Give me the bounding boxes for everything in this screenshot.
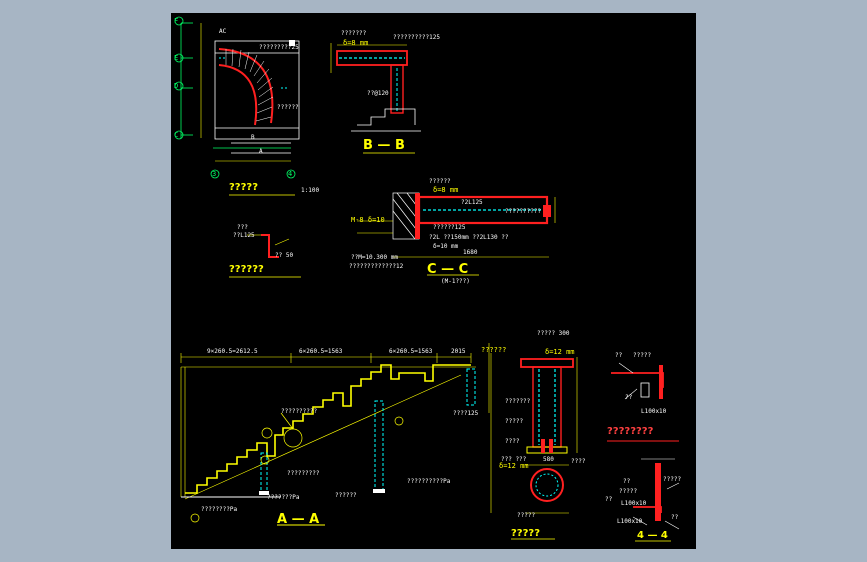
plan-scale: 1:100: [301, 187, 320, 194]
aa-label: ????????Pa: [201, 506, 238, 513]
detail-44-upper-label: ??: [615, 352, 623, 359]
curved-stair-stringers: [218, 48, 274, 126]
bb-beam-box: [336, 50, 408, 66]
plan-dimension-lines: [200, 23, 291, 162]
cc-label: 1680: [463, 249, 478, 256]
plan-axis-lines: [180, 22, 291, 149]
aa-label: ??????????: [281, 408, 318, 415]
plan-axis-bubbles: [174, 16, 296, 179]
bb-title: B — B: [363, 138, 405, 153]
small-detail-label: ?? 50: [275, 252, 294, 259]
column-label: ????? 300: [537, 330, 570, 337]
detail-44-view: [632, 458, 680, 542]
detail-44-label: ?????: [619, 488, 638, 495]
aa-callouts: [190, 412, 404, 523]
axis-label-e: E: [174, 54, 179, 62]
column-label: δ=12 mm: [545, 348, 575, 356]
aa-label: ??????: [335, 492, 357, 499]
aa-top-dim: 2015: [451, 348, 466, 355]
plan-cyan-lines: [219, 57, 289, 89]
small-detail-view: [229, 234, 301, 278]
aa-top-dim: 9×260.5=2612.5: [207, 348, 258, 355]
cc-label: ??????125: [433, 224, 466, 231]
cc-label: ?2L ??150mm ??2L130 ??: [429, 234, 509, 241]
aa-stair-profile: [185, 364, 471, 494]
plan-label: B: [251, 134, 255, 141]
detail-44-label: ??: [605, 496, 613, 503]
detail-44-upper-label: L100x10: [641, 408, 667, 415]
column-label: ?????: [505, 418, 524, 425]
detail-44-title: 4 — 4: [637, 530, 668, 541]
cc-title: C — C: [427, 262, 469, 277]
cc-label: ??????????: [505, 208, 542, 215]
column-label: ???????: [505, 398, 531, 405]
detail-44-label: ??: [671, 514, 679, 521]
bb-post: [390, 64, 404, 114]
aa-label: ??????????Pa: [407, 478, 451, 485]
cc-label: M-8 δ=10: [351, 216, 385, 224]
detail-44-label: ?????: [663, 476, 682, 483]
axis-label-d: D: [174, 82, 179, 90]
plan-outline: [214, 40, 300, 154]
plan-label: ??????: [277, 104, 299, 111]
axis-label-f: F: [174, 17, 179, 25]
aa-label: ????125: [453, 410, 479, 417]
plan-label: ?????????25: [259, 44, 299, 51]
bb-label: ???????: [341, 30, 367, 37]
detail-44-upper-label: ?????: [633, 352, 652, 359]
section-bb-view: [330, 43, 421, 154]
detail-44-label: L100x10: [617, 518, 643, 525]
small-detail-title: ??????: [229, 264, 264, 275]
aa-label: ??????: [481, 346, 507, 354]
aa-top-dims: [180, 343, 490, 497]
cc-label: ??????: [429, 178, 451, 185]
bb-label: ??????????125: [393, 34, 440, 41]
bb-label: ??@120: [367, 90, 389, 97]
bb-label: δ=8 mm: [343, 39, 369, 47]
column-label: ?????: [517, 512, 536, 519]
small-detail-label: ???: [237, 224, 248, 231]
plan-label: AC: [219, 28, 227, 35]
section-aa-view: [180, 343, 490, 526]
column-detail-view: [490, 353, 578, 540]
cc-label: ?2L125: [461, 199, 483, 206]
cc-label: ?????????????12: [349, 263, 404, 270]
curved-stair-treads: [225, 48, 274, 122]
column-label: ??? ???: [501, 456, 527, 463]
cad-drawing: [174, 16, 680, 542]
column-title: ?????: [511, 528, 541, 539]
column-label: 580: [543, 456, 554, 463]
cc-dims: [357, 197, 556, 258]
drawing-canvas[interactable]: F E D C 3 4 AC ?????????25 ?????? B A ??…: [171, 13, 696, 549]
bb-steps: [351, 108, 421, 132]
plan-column-marker: [289, 40, 295, 46]
detail-44-label: L100x10: [621, 500, 647, 507]
aa-label: ?????????: [287, 470, 320, 477]
cc-label: δ=10 mm: [433, 243, 459, 250]
axis-label-3: 3: [212, 170, 217, 178]
aa-label: ???????Pa: [267, 494, 300, 501]
plan-title: ?????: [229, 182, 259, 193]
plan-label: A: [259, 148, 263, 155]
detail-44-upper-title: ????????: [607, 426, 654, 437]
cc-label: ??M=10.300 mm: [351, 254, 398, 261]
axis-label-4: 4: [288, 170, 293, 178]
plan-view: [174, 16, 300, 196]
detail-44-upper-view: [607, 362, 679, 442]
detail-44-label: ??: [623, 478, 631, 485]
column-label: ????: [571, 458, 586, 465]
aa-top-dim: 6×260.5=1563: [389, 348, 433, 355]
cc-subtitle: (M-1???): [441, 278, 470, 285]
axis-label-c: C: [174, 131, 179, 139]
aa-top-dim: 6×260.5=1563: [299, 348, 343, 355]
aa-title: A — A: [277, 512, 320, 527]
detail-44-upper-label: ??: [625, 394, 633, 401]
cc-label: δ=8 mm: [433, 186, 459, 194]
small-detail-label: ??L125: [233, 232, 255, 239]
section-cc-view: [357, 192, 556, 276]
column-label: ????: [505, 438, 520, 445]
column-label: δ=12 mm: [499, 462, 529, 470]
